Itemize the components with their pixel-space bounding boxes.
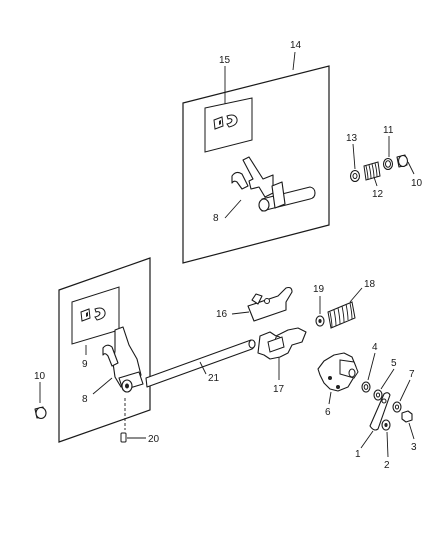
upper-panel bbox=[182, 51, 330, 264]
upper-shift-fork bbox=[231, 156, 316, 212]
washer-7 bbox=[392, 379, 411, 413]
callout-11: 11 bbox=[383, 125, 394, 136]
upper-clip-right bbox=[226, 114, 238, 128]
bracket-16 bbox=[231, 286, 293, 322]
callout-4: 4 bbox=[372, 342, 378, 353]
callout-1: 1 bbox=[355, 449, 361, 460]
callout-5: 5 bbox=[391, 358, 397, 369]
bushing-upper bbox=[396, 154, 415, 175]
callout-16: 16 bbox=[216, 309, 228, 320]
callout-2: 2 bbox=[384, 460, 390, 471]
callout-6: 6 bbox=[325, 407, 331, 418]
selector-plate-17 bbox=[257, 327, 307, 380]
callout-10-left: 10 bbox=[34, 371, 46, 382]
callout-14: 14 bbox=[290, 40, 302, 51]
shift-rail bbox=[145, 339, 256, 388]
callout-21: 21 bbox=[208, 373, 220, 384]
ring-11 bbox=[382, 136, 394, 171]
callout-20: 20 bbox=[148, 434, 160, 445]
lower-left-panel bbox=[58, 257, 151, 443]
callout-17: 17 bbox=[273, 384, 285, 395]
lower-shift-fork bbox=[102, 326, 144, 393]
washer-5 bbox=[373, 368, 395, 401]
washer-13 bbox=[349, 143, 361, 183]
callout-12: 12 bbox=[372, 189, 384, 200]
lower-clip-right bbox=[94, 307, 106, 321]
roll-pin bbox=[120, 432, 146, 443]
lower-clip-left bbox=[80, 308, 91, 322]
callout-10-upper: 10 bbox=[411, 178, 423, 189]
callout-8-lower: 8 bbox=[82, 394, 88, 405]
bushing-left bbox=[34, 382, 47, 420]
selector-housing-6 bbox=[317, 352, 359, 405]
nut-3 bbox=[401, 410, 415, 440]
callout-18: 18 bbox=[364, 279, 376, 290]
callout-13: 13 bbox=[346, 133, 358, 144]
callout-7: 7 bbox=[409, 369, 415, 380]
callout-15: 15 bbox=[219, 55, 231, 66]
callout-8-upper: 8 bbox=[213, 213, 219, 224]
lever-1 bbox=[360, 392, 391, 449]
washer-19 bbox=[315, 296, 325, 327]
nut-2 bbox=[381, 419, 391, 458]
callout-3: 3 bbox=[411, 442, 417, 453]
ring-4 bbox=[361, 352, 376, 393]
callout-19: 19 bbox=[313, 284, 325, 295]
spring-18 bbox=[327, 287, 363, 329]
spring-12 bbox=[363, 161, 381, 187]
upper-clip-left bbox=[213, 116, 224, 130]
callout-9: 9 bbox=[82, 359, 88, 370]
